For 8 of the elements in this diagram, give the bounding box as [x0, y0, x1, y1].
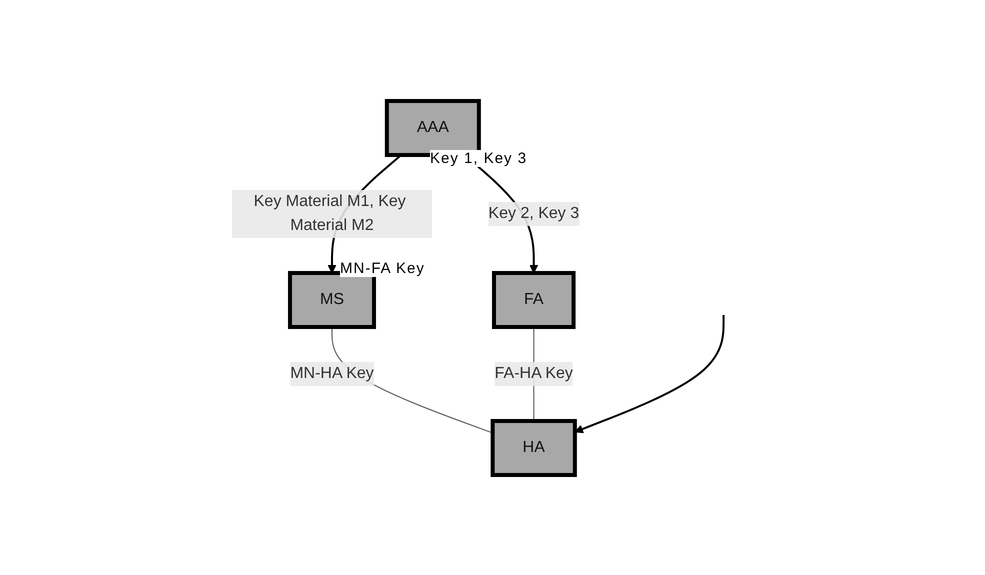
edge-label: Key 2, Key 3: [488, 204, 579, 222]
node-box: HA: [490, 418, 577, 476]
edge-label: Key Material M1, Key Material M2: [253, 192, 406, 234]
edge-label: FA-HA Key: [494, 364, 573, 382]
node-box: FA: [492, 270, 576, 328]
note-text: Key 1, Key 3: [430, 150, 528, 167]
note-text: MN-FA Key: [340, 260, 425, 277]
edge-label: MN-HA Key: [290, 364, 374, 382]
